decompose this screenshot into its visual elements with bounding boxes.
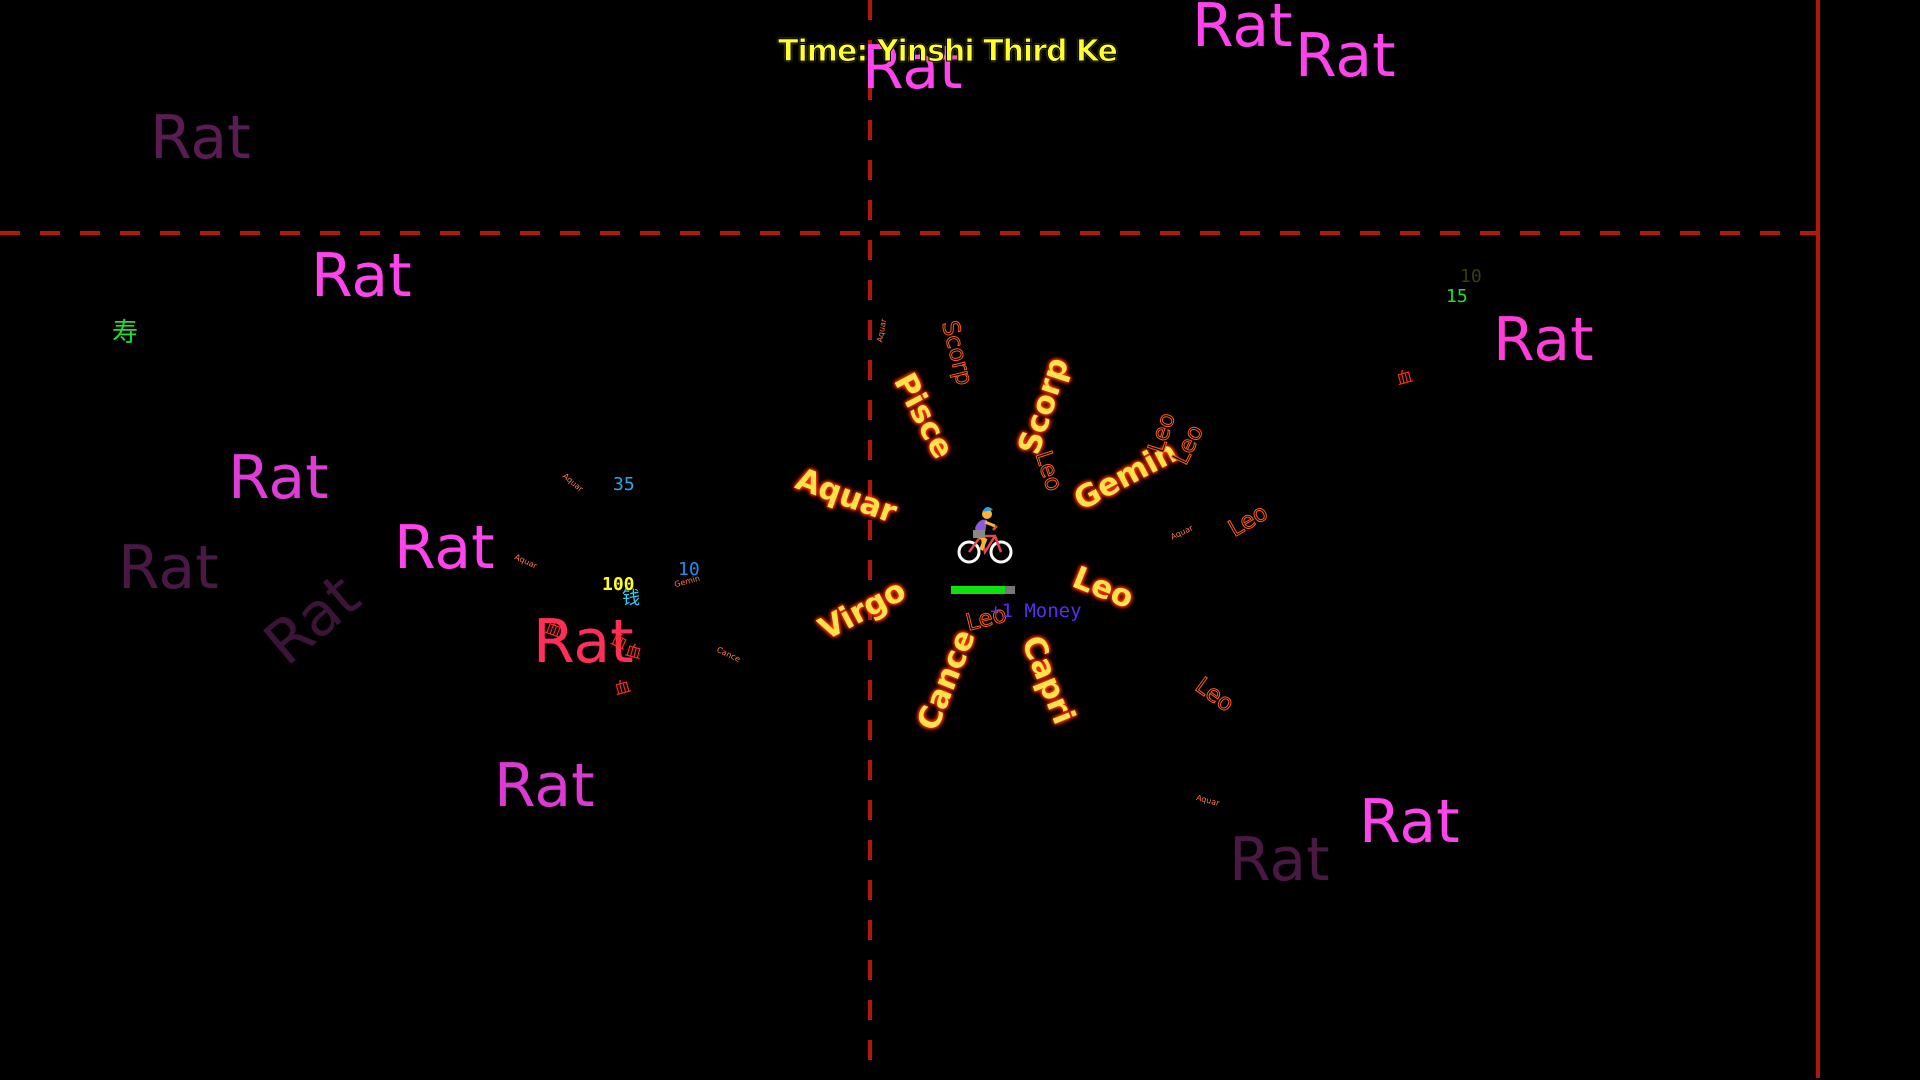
zodiac-projectile-capricorn: Capri xyxy=(1014,630,1082,730)
zodiac-projectile-tiny: Aquar xyxy=(875,318,889,343)
zodiac-projectile-cancer: Cance xyxy=(910,624,983,736)
rat-enemy: Rat xyxy=(533,607,634,677)
rat-enemy: Rat xyxy=(494,751,595,821)
arena-horizontal-boundary xyxy=(0,231,1818,235)
zodiac-projectile-tiny: Aquar xyxy=(1195,793,1221,808)
player-health-bar xyxy=(951,586,1015,594)
rat-enemy: Rat xyxy=(311,241,412,311)
arena-right-wall xyxy=(1816,0,1820,1078)
damage-number: 35 xyxy=(613,474,635,495)
rat-enemy: Rat xyxy=(150,103,251,173)
money-glyph-drop: 钱 xyxy=(622,588,640,609)
damage-number: 10 xyxy=(1460,266,1482,287)
zodiac-projectile-tiny: Aquar xyxy=(1169,523,1195,542)
zodiac-projectile-aquarius: Aquar xyxy=(790,461,902,531)
rat-enemy: Rat xyxy=(118,533,219,603)
longevity-glyph-drop: 寿 xyxy=(112,318,139,348)
rat-enemy: Rat xyxy=(394,513,495,583)
rat-enemy: Rat xyxy=(1493,305,1594,375)
zodiac-projectile-scorpio: Scorp xyxy=(1011,353,1077,459)
rat-enemy: Rat xyxy=(251,560,374,680)
game-time-label: Time: Yinshi Third Ke xyxy=(778,34,1119,70)
rat-enemy: Rat xyxy=(862,33,963,103)
zodiac-projectile-leo-outline: Leo xyxy=(1029,447,1067,495)
zodiac-projectile-tiny: Cance xyxy=(715,645,742,664)
zodiac-projectile-scorpio-outline: Scorp xyxy=(936,318,978,389)
zodiac-projectile-tiny: Aquar xyxy=(513,552,539,571)
arena-center-vertical-line xyxy=(868,0,872,1064)
zodiac-projectile-tiny: Aquar xyxy=(560,471,585,494)
rat-enemy: Rat xyxy=(1192,0,1293,61)
zodiac-projectile-virgo: Virgo xyxy=(812,572,912,648)
zodiac-projectile-leo-outline: Leo xyxy=(1190,672,1239,718)
money-pickup-text: +1 Money xyxy=(990,600,1082,622)
damage-number: 100 xyxy=(602,574,635,595)
blood-glyph-drop: 血 xyxy=(1394,366,1415,389)
rat-enemy: Rat xyxy=(228,443,329,513)
zodiac-projectile-leo-outline: Leo xyxy=(1224,499,1273,543)
cyclist-icon xyxy=(957,506,1013,564)
damage-number: 15 xyxy=(1446,286,1468,307)
rat-enemy: Rat xyxy=(1295,21,1396,91)
rat-enemy: Rat xyxy=(1229,825,1330,895)
damage-number: 10 xyxy=(678,559,700,580)
player-health-bar-fill xyxy=(951,586,1006,594)
rat-enemy: Rat xyxy=(1359,787,1460,857)
